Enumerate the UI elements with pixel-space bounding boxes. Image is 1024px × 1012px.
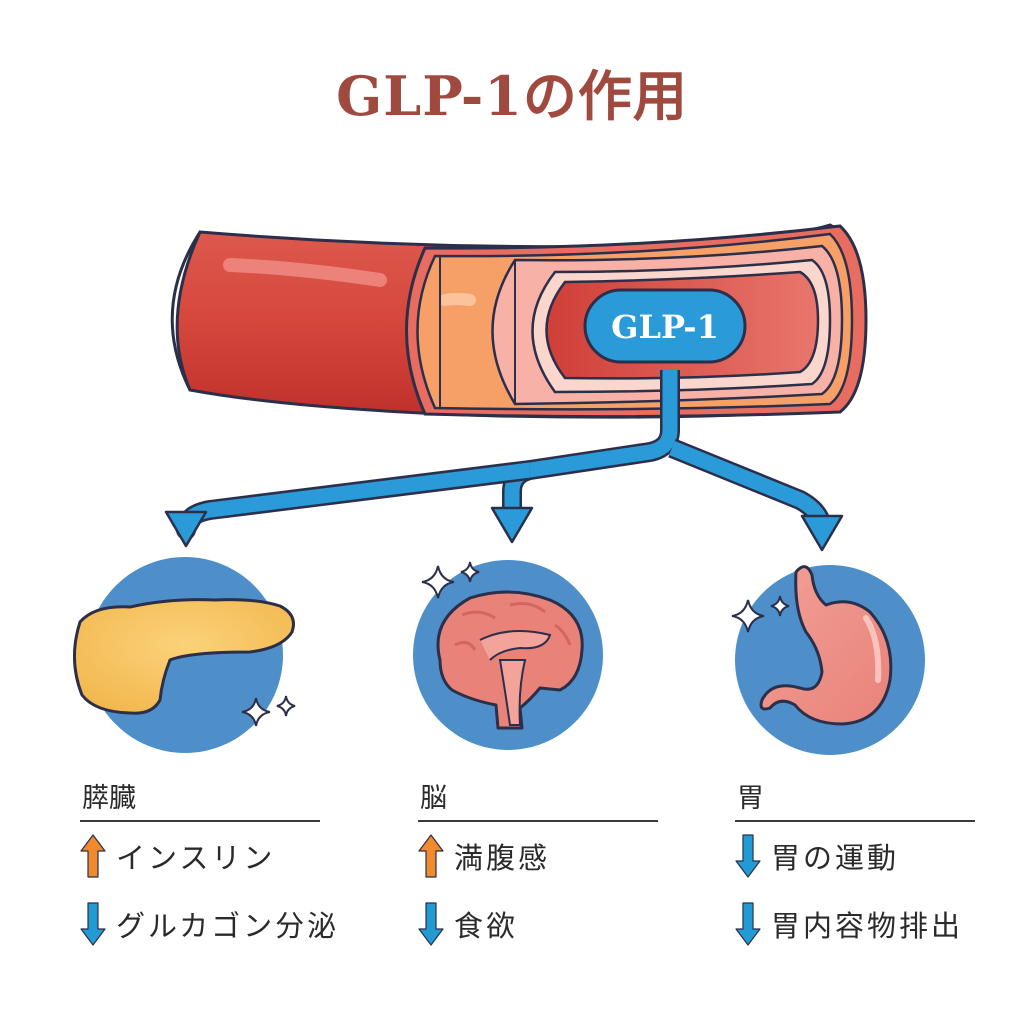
effect-label: 食欲 [454,909,519,943]
effect-label: グルカゴン分泌 [116,909,340,943]
down-arrow-icon [418,902,444,946]
glp1-badge [583,288,747,364]
effect-item: 満腹感 [418,822,658,890]
organ-column-stomach: 胃 胃の運動 胃内容物排出 [735,780,975,958]
down-arrow-icon [735,902,761,946]
effect-label: インスリン [116,841,276,875]
organ-column-pancreas: 膵臓 インスリン グルカゴン分泌 [80,780,336,958]
effect-label: 満腹感 [454,841,551,875]
pancreas-illustration [72,557,296,753]
divider [80,820,320,822]
pancreas-icon [72,598,295,715]
up-arrow-icon [80,834,106,878]
effect-item: 食欲 [418,890,658,958]
organ-heading: 脳 [420,783,447,814]
effect-item: 胃内容物排出 [735,890,975,958]
sparkle-icon [421,565,455,599]
effect-item: インスリン [80,822,320,890]
organ-heading: 膵臓 [82,783,136,814]
brain-illustration [413,560,603,750]
sparkle-icon [460,561,480,583]
organ-heading: 胃 [737,783,764,814]
effect-label: 胃の運動 [771,841,900,875]
effect-item: 胃の運動 [735,822,975,890]
down-arrow-icon [735,834,761,878]
sparkle-icon [276,695,296,717]
arrow-head-brain [490,506,534,544]
stomach-illustration [731,565,925,755]
stomach-icon [759,565,893,726]
arrow-head-pancreas [164,510,208,548]
down-arrow-icon [80,902,106,946]
blood-vessel [170,223,868,419]
sparkle-icon [770,595,790,617]
organ-column-brain: 脳 満腹感 食欲 [418,780,658,958]
up-arrow-icon [418,834,444,878]
flow-arrows [164,370,844,552]
sparkle-icon [731,599,765,633]
effect-label: 胃内容物排出 [771,909,964,943]
divider [735,820,975,822]
arrow-head-stomach [800,514,844,552]
effect-item: グルカゴン分泌 [80,890,336,958]
sparkle-icon [241,697,271,727]
page-title: GLP-1の作用 [336,64,688,128]
glp1-badge-label: GLP-1 [611,308,719,346]
divider [418,820,658,822]
